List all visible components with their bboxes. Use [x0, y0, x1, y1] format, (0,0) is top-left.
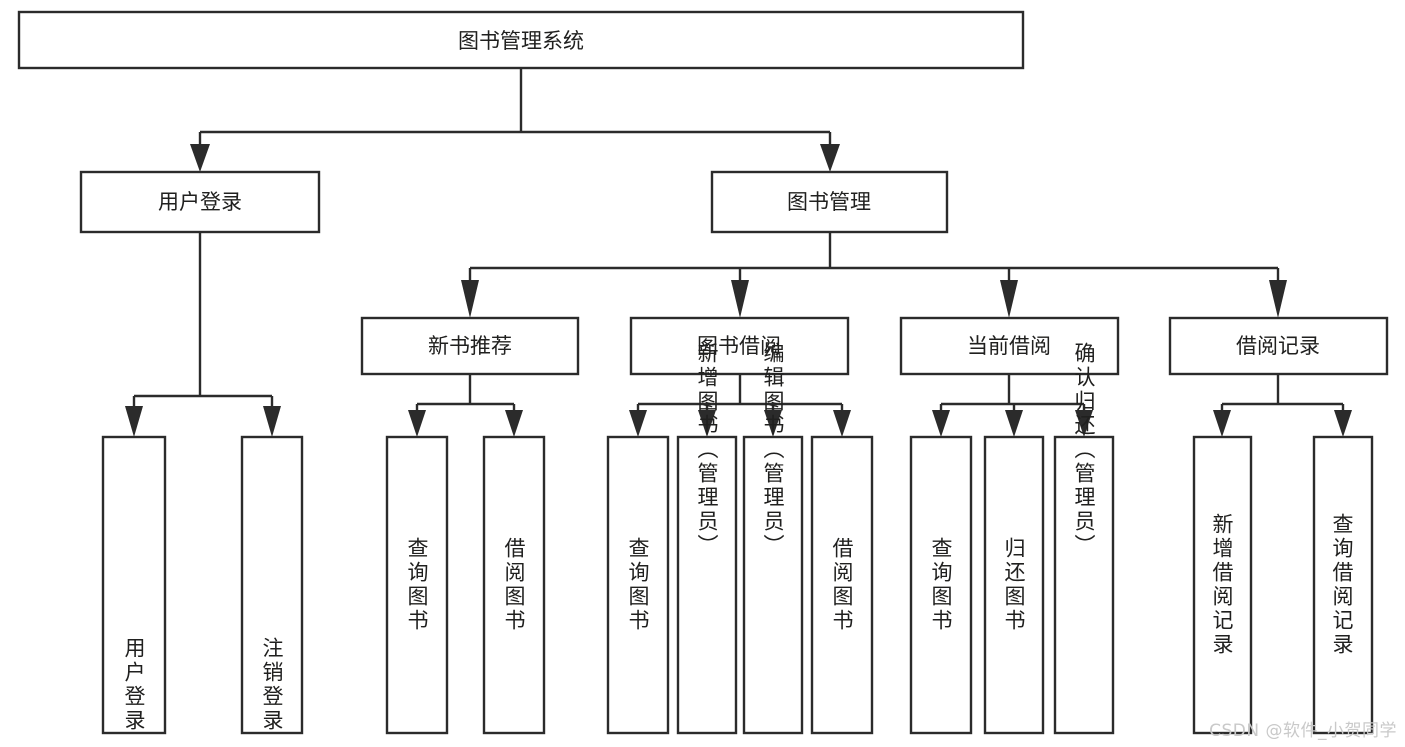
node-book-management-box[interactable]	[710, 170, 949, 234]
leaf-logout-box[interactable]	[240, 435, 304, 735]
node-borrow-record-label: 借阅记录	[1236, 334, 1320, 358]
arrowhead-leaf-add-record	[1213, 410, 1231, 437]
node-book-management[interactable]: 图书管理	[710, 170, 949, 234]
leaf-query-borrow-record-box[interactable]	[1312, 435, 1374, 735]
leaf-query-book-borrow-label: 查询图书	[626, 537, 650, 633]
arrowhead-leaf-borrow-book-a	[505, 410, 523, 437]
leaf-query-book-current[interactable]: 查询图书	[909, 435, 973, 735]
arrowhead-leaf-query-book-c	[932, 410, 950, 437]
arrowhead-user-login	[190, 144, 210, 172]
leaf-logout[interactable]: 注销登录	[240, 435, 304, 735]
leaf-add-book-admin-box[interactable]	[676, 435, 738, 735]
arrowhead-leaf-query-book-b	[629, 410, 647, 437]
leaf-query-borrow-record[interactable]: 查询借阅记录	[1312, 435, 1374, 735]
node-borrow-record-box[interactable]	[1168, 316, 1389, 376]
node-book-borrow-label: 图书借阅	[697, 334, 781, 358]
node-root-system[interactable]: 图书管理系统	[17, 10, 1025, 70]
leaf-add-borrow-record-box[interactable]	[1192, 435, 1253, 735]
node-current-borrow-label: 当前借阅	[967, 334, 1051, 358]
leaf-add-borrow-record[interactable]: 新增借阅记录	[1192, 435, 1253, 735]
node-current-borrow-box[interactable]	[899, 316, 1120, 376]
leaf-query-book-recommend[interactable]: 查询图书	[385, 435, 449, 735]
node-borrow-record[interactable]: 借阅记录	[1168, 316, 1389, 376]
leaf-query-book-current-label: 查询图书	[929, 537, 953, 633]
arrowhead-book-mgmt	[820, 144, 840, 172]
leaf-borrow-book-label: 借阅图书	[830, 537, 854, 633]
arrowhead-leaf-logout	[263, 406, 281, 437]
leaf-borrow-book-recommend[interactable]: 借阅图书	[482, 435, 546, 735]
arrowhead-leaf-add-book	[698, 410, 716, 437]
node-user-login-label: 用户登录	[158, 190, 242, 214]
node-new-book-recommend-label: 新书推荐	[428, 334, 512, 358]
arrowhead-leaf-return-book	[1005, 410, 1023, 437]
leaf-logout-label: 注销登录	[260, 637, 284, 733]
node-user-login[interactable]: 用户登录	[79, 170, 321, 234]
node-root-system-label: 图书管理系统	[458, 29, 584, 53]
leaf-user-login-label: 用户登录	[122, 637, 146, 733]
leaf-query-book-recommend-box[interactable]	[385, 435, 449, 735]
leaf-query-book-recommend-label: 查询图书	[405, 537, 429, 633]
leaf-query-borrow-record-label: 查询借阅记录	[1330, 513, 1354, 657]
arrowhead-current-borrow	[1000, 280, 1018, 318]
leaf-add-borrow-record-label: 新增借阅记录	[1210, 513, 1234, 657]
leaf-user-login[interactable]: 用户登录	[101, 435, 167, 735]
arrowhead-new-book-rec	[461, 280, 479, 318]
leaf-confirm-return-admin-box[interactable]	[1053, 435, 1115, 735]
arrowhead-leaf-query-record	[1334, 410, 1352, 437]
leaf-confirm-return-admin-label: 确认归还（管理员）	[1072, 342, 1096, 558]
leaf-borrow-book[interactable]: 借阅图书	[810, 435, 874, 735]
arrowhead-leaf-query-book-a	[408, 410, 426, 437]
leaf-query-book-borrow-box[interactable]	[606, 435, 670, 735]
leaf-edit-book-admin[interactable]: 编辑图书（管理员）	[742, 342, 804, 735]
leaf-add-book-admin-label: 新增图书（管理员）	[695, 342, 719, 558]
node-root-system-box[interactable]	[17, 10, 1025, 70]
node-book-borrow-box[interactable]	[629, 316, 850, 376]
leaf-return-book[interactable]: 归还图书	[983, 435, 1045, 735]
leaf-return-book-box[interactable]	[983, 435, 1045, 735]
arrowhead-leaf-confirm-return	[1075, 410, 1093, 437]
leaf-borrow-book-box[interactable]	[810, 435, 874, 735]
arrowhead-leaf-user-login	[125, 406, 143, 437]
node-book-management-label: 图书管理	[787, 190, 871, 214]
arrowhead-leaf-edit-book	[764, 410, 782, 437]
node-user-login-box[interactable]	[79, 170, 321, 234]
arrowhead-book-borrow	[731, 280, 749, 318]
leaf-query-book-current-box[interactable]	[909, 435, 973, 735]
node-new-book-recommend[interactable]: 新书推荐	[360, 316, 580, 376]
arrowhead-leaf-borrow-book-b	[833, 410, 851, 437]
leaf-borrow-book-recommend-box[interactable]	[482, 435, 546, 735]
leaf-query-book-borrow[interactable]: 查询图书	[606, 435, 670, 735]
node-new-book-recommend-box[interactable]	[360, 316, 580, 376]
leaf-confirm-return-admin[interactable]: 确认归还（管理员）	[1053, 342, 1115, 735]
leaf-borrow-book-recommend-label: 借阅图书	[502, 537, 526, 633]
leaf-add-book-admin[interactable]: 新增图书（管理员）	[676, 342, 738, 735]
leaf-user-login-box[interactable]	[101, 435, 167, 735]
node-current-borrow[interactable]: 当前借阅	[899, 316, 1120, 376]
connector-group	[125, 68, 1352, 437]
leaf-edit-book-admin-box[interactable]	[742, 435, 804, 735]
leaf-edit-book-admin-label: 编辑图书（管理员）	[761, 342, 785, 558]
node-book-borrow[interactable]: 图书借阅	[629, 316, 850, 376]
arrowhead-borrow-record	[1269, 280, 1287, 318]
leaf-return-book-label: 归还图书	[1002, 537, 1026, 633]
